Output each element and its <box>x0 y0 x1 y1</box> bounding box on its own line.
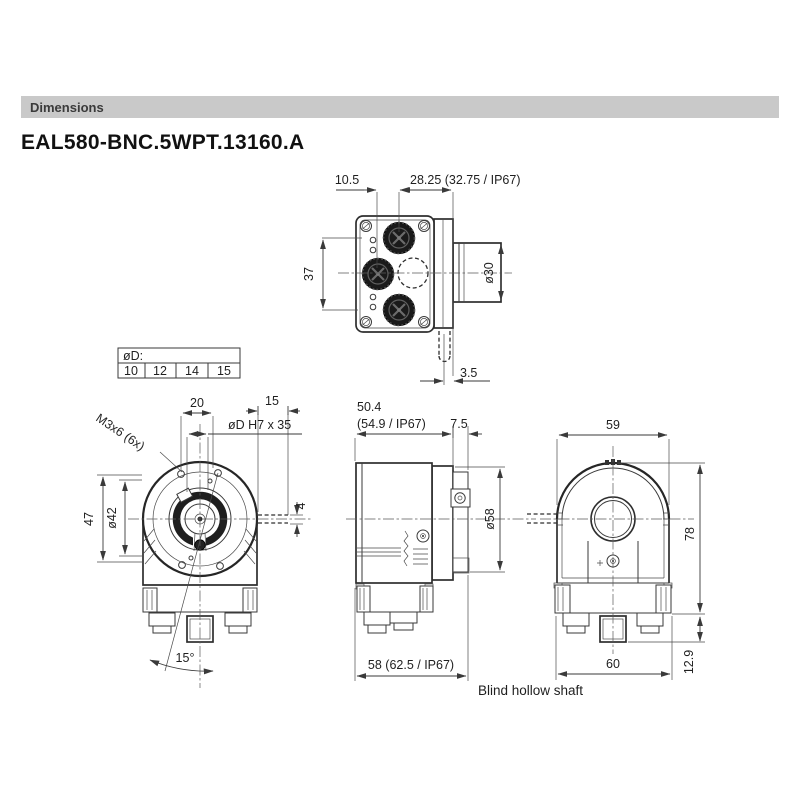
dim-rear-height: 78 <box>683 527 697 541</box>
dim-top-offset: 10.5 <box>335 173 359 187</box>
dim-top-conn-spacing: 37 <box>302 267 316 281</box>
dim-rear-connector: 12.9 <box>682 650 696 674</box>
led-hole <box>369 293 377 301</box>
corner-screws <box>360 220 430 328</box>
dim-top-cable: 3.5 <box>460 366 477 380</box>
label-lines <box>357 530 428 567</box>
dim-side-depth: 50.4 <box>357 400 381 414</box>
dim-front-hole-span: 20 <box>190 396 204 410</box>
wall-marks <box>557 512 669 526</box>
bore-table: øD: 10 12 14 15 <box>117 347 241 379</box>
dim-front-step: 4 <box>294 502 308 509</box>
side-view-dimensions: 50.4 (54.9 / IP67) 7.5 ø58 58 (62.5 / IP… <box>354 400 505 681</box>
angle-reference-line <box>164 472 219 672</box>
side-view-clamp-ring <box>452 471 469 573</box>
view-caption: Blind hollow shaft <box>478 683 583 698</box>
bore-table-header: øD: <box>123 349 143 363</box>
dim-rear-base: 60 <box>606 657 620 671</box>
dim-front-stub: 15 <box>265 394 279 408</box>
led-hole <box>369 246 377 254</box>
product-title: EAL580-BNC.5WPT.13160.A <box>21 131 305 154</box>
top-view: 10.5 28.25 (32.75 / IP67) 37 ø30 3.5 <box>302 173 521 385</box>
bore-table-cell: 12 <box>153 364 167 378</box>
bore-table-cell: 15 <box>217 364 231 378</box>
dim-front-screws: M3x6 (6x) <box>93 411 147 454</box>
rear-view-bottom <box>553 582 673 643</box>
cable-outline <box>438 331 451 363</box>
dim-side-depth-ip: (54.9 / IP67) <box>357 417 426 431</box>
dim-front-angle: 15° <box>176 651 195 665</box>
top-view-flange <box>433 218 454 329</box>
side-view-bottom <box>355 583 434 634</box>
dim-rear-width: 59 <box>606 418 620 432</box>
dim-front-flange: ø42 <box>105 507 119 529</box>
bore-table-cell: 10 <box>124 364 138 378</box>
top-view-dimensions: 10.5 28.25 (32.75 / IP67) 37 ø30 3.5 <box>302 173 521 385</box>
top-view-body <box>355 215 435 333</box>
m12-connectors <box>361 221 416 327</box>
section-header-bar: Dimensions <box>21 96 779 118</box>
dim-top-depth: 28.25 (32.75 / IP67) <box>410 173 521 187</box>
bore-table-cell: 14 <box>185 364 199 378</box>
corner-hatch <box>143 528 257 565</box>
side-view: 50.4 (54.9 / IP67) 7.5 ø58 58 (62.5 / IP… <box>346 400 536 681</box>
dim-side-total: 58 (62.5 / IP67) <box>368 658 454 672</box>
angle-arc <box>149 659 214 675</box>
front-view: 20 15 øD H7 x 35 47 ø42 <box>82 394 312 688</box>
ring-notch <box>176 487 194 503</box>
side-view-flange <box>431 465 454 581</box>
dim-front-bore: øD H7 x 35 <box>228 418 291 432</box>
side-view-body <box>355 462 433 584</box>
led-hole <box>369 236 377 244</box>
earth-mark <box>597 560 603 566</box>
dim-side-ring: 7.5 <box>450 417 467 431</box>
section-header-label: Dimensions <box>30 99 104 115</box>
dim-top-cylinder: ø30 <box>482 262 496 284</box>
rear-view: 59 78 12.9 60 Blind hollow shaft <box>478 418 705 698</box>
housing-screw <box>416 529 430 543</box>
dim-front-outer: 47 <box>82 512 96 526</box>
led-hole <box>369 303 377 311</box>
rear-view-dimensions: 59 78 12.9 60 <box>555 418 705 680</box>
dim-side-diameter: ø58 <box>483 508 497 530</box>
